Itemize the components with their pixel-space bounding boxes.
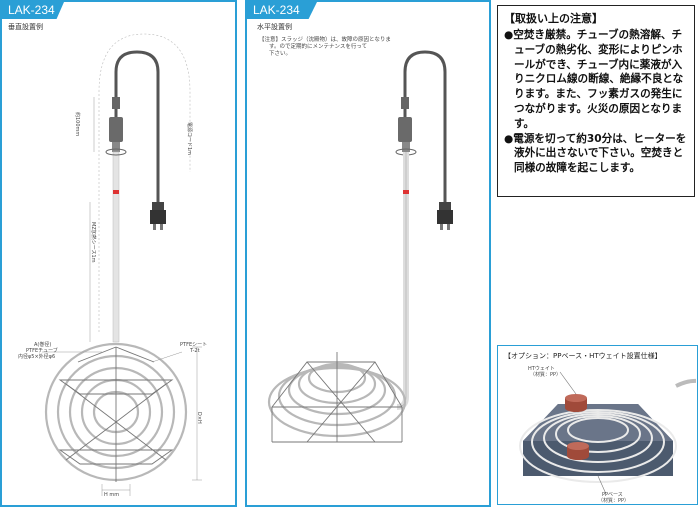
ptfe-sheet-thickness: T-2t — [190, 348, 200, 354]
tube-label: PTFEチューブ — [26, 348, 58, 354]
sludge-note-line1: 【注意】スラッジ（沈殿物）は、故障の原因となりま — [259, 37, 391, 43]
pp-base-label: PPベース — [602, 492, 623, 498]
option-title: 【オプション：PPベース・HTウェイト設置仕様】 — [504, 352, 662, 360]
sheath-label: MZ加熱シース1m — [90, 222, 96, 263]
caution-title: 【取扱い上の注意】 — [504, 12, 603, 25]
sludge-note-line2: す。ので定期的にメンテナンスを行って — [269, 44, 368, 50]
length-label: 約100mm — [74, 112, 80, 137]
panel-subtitle: 水平設置例 — [257, 23, 292, 31]
model-tab: LAK-234 — [2, 2, 64, 19]
model-tab: LAK-234 — [247, 2, 317, 19]
height-label: D×H — [196, 412, 202, 424]
ht-weight-material: （材質：PP） — [530, 372, 562, 378]
horizontal-install-panel: LAK-234 水平設置例 【注意】スラッジ（沈殿物）は、故障の原因となりま す… — [245, 0, 491, 507]
horizontal-heater-diagram — [267, 50, 453, 443]
pp-base-material: （材質：PP） — [598, 498, 630, 504]
coil-diameter-label: A(巻径) — [34, 342, 52, 348]
sludge-note-line3: 下さい。 — [269, 51, 292, 57]
vertical-heater-diagram — [42, 33, 202, 496]
caution-item-dry-heating: ●空焚き厳禁。チューブの熱溶解、チューブの熱劣化、変形によりピンホールができ、チ… — [504, 29, 684, 130]
caution-box: 【取扱い上の注意】 ●空焚き厳禁。チューブの熱溶解、チューブの熱劣化、変形により… — [497, 5, 695, 197]
caution-item-power-off: ●電源を切って約30分は、ヒーターを液外に出さないで下さい。空焚きと同様の故障を… — [504, 132, 687, 175]
option-panel: 【オプション：PPベース・HTウェイト設置仕様】 HTウェイト （材質：PP） … — [497, 345, 698, 505]
option-diagram — [519, 371, 696, 495]
vertical-install-panel: LAK-234 垂直設置例 — [0, 0, 237, 507]
bottom-width-label: H mm — [104, 492, 120, 498]
panel-subtitle: 垂直設置例 — [8, 23, 43, 31]
tube-dims-label: 内径φ5×外径φ6 — [18, 354, 56, 360]
cord-label: 電源コード1m — [186, 122, 192, 156]
ptfe-sheet-label: PTFEシート — [180, 342, 208, 348]
ht-weight-label: HTウェイト — [528, 366, 555, 372]
